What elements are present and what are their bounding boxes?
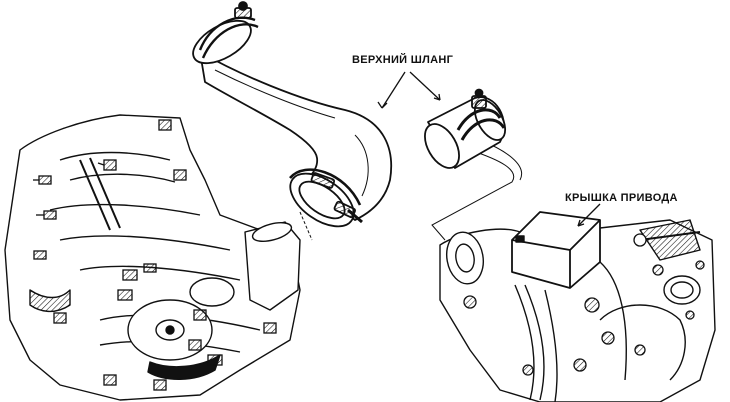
engine-bolts [33,119,277,391]
upper-hose-label: ВЕРХНИЙ ШЛАНГ [352,54,454,66]
short-hose-segment [424,88,507,169]
upper-hose [192,1,393,228]
drive-cover-leader [577,203,601,227]
drive-cover-label: КРЫШКА ПРИВОДА [565,192,678,204]
upper-hose-leaders [377,71,441,109]
engine-assembly [4,114,301,401]
drive-assembly [439,211,716,402]
drive-bolts [463,233,705,376]
